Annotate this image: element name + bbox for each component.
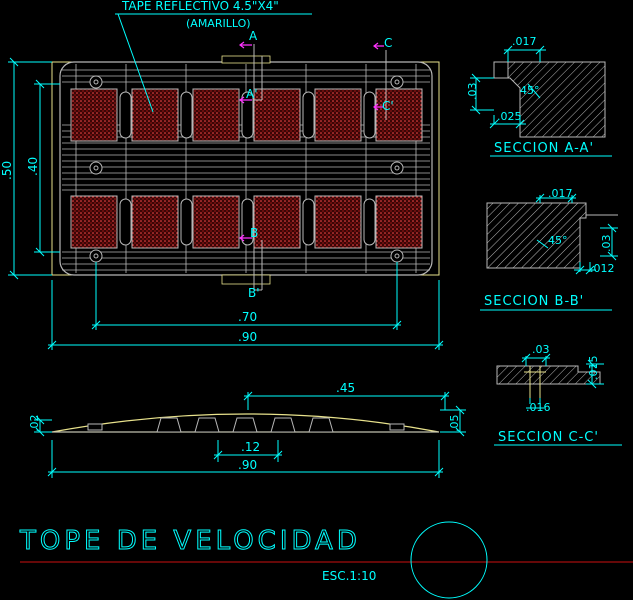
profile-anchors <box>87 423 405 431</box>
section-bb: .017 .03 .012 45° SECCION B-B' <box>480 187 618 311</box>
section-aa-body <box>493 61 606 138</box>
section-bb-dim-right: .03 <box>600 235 613 253</box>
dim-profile-mid: .12 <box>241 440 260 454</box>
tape-bottom-1 <box>70 195 118 249</box>
section-aa-dim-left: .03 <box>466 83 479 101</box>
tape-top-6 <box>375 88 423 142</box>
profile-view: .02 .05 .45 .12 .90 <box>28 381 466 478</box>
section-bb-angle: 45° <box>548 234 568 247</box>
reflective-tapes <box>70 88 423 249</box>
cut-b-mid-label: B <box>250 226 258 240</box>
tape-top-2 <box>131 88 179 142</box>
section-cuts <box>253 44 387 291</box>
section-cc-dim-bottom: .016 <box>526 401 551 414</box>
dim-profile-top: .45 <box>336 381 355 395</box>
tape-bottom-4 <box>253 195 301 249</box>
section-cc-dim-top: .03 <box>532 343 550 356</box>
section-cc-body <box>496 365 601 385</box>
title-circle <box>410 521 488 599</box>
section-aa-dim-top: .017 <box>512 35 537 48</box>
scale-label: ESC.1:10 <box>322 569 376 583</box>
section-aa-title: SECCION A-A' <box>494 141 594 156</box>
drawing-title: TOPE DE VELOCIDAD <box>19 526 361 556</box>
section-aa-dim-bottom: .025 <box>497 110 522 123</box>
plan-ribs <box>62 64 430 273</box>
tape-top-5 <box>314 88 362 142</box>
section-cc: .03 .015 .016 SECCION C-C' <box>494 343 622 446</box>
dim-profile-bottom: .90 <box>238 458 257 472</box>
note-yellow: (AMARILLO) <box>186 17 251 30</box>
plan-dimensions <box>8 57 444 350</box>
cut-c-top-label: C <box>384 36 392 50</box>
cut-a-top-label: A <box>249 29 258 43</box>
note-reflective-tape: TAPE REFLECTIVO 4.5"X4" <box>121 0 279 13</box>
dim-plan-height-inner: .40 <box>26 157 40 176</box>
section-cc-title: SECCION C-C' <box>498 430 599 445</box>
tape-bottom-5 <box>314 195 362 249</box>
tape-top-1 <box>70 88 118 142</box>
section-aa-angle: 45° <box>520 84 540 97</box>
cut-b-bottom-label: B' <box>248 286 260 300</box>
plan-view: A A' B B' C C' TAPE REFLECTIVO 4.5"X4" (… <box>0 0 444 350</box>
dim-plan-height-outer: .50 <box>0 161 14 180</box>
tape-top-3 <box>192 88 240 142</box>
dim-profile-left: .02 <box>28 415 41 433</box>
cut-a-mid-label: A' <box>246 87 258 101</box>
section-bb-dim-top: .017 <box>548 187 573 200</box>
bolts <box>89 75 404 263</box>
tape-bottom-2 <box>131 195 179 249</box>
section-cc-dim-right: .015 <box>587 356 600 381</box>
section-bb-title: SECCION B-B' <box>484 294 584 309</box>
section-bb-dim-bottom: .012 <box>590 262 615 275</box>
section-bb-body <box>486 202 587 269</box>
dim-plan-width-outer: .90 <box>238 330 257 344</box>
tape-bottom-6 <box>375 195 423 249</box>
profile-cavities <box>156 417 334 433</box>
tape-bottom-3 <box>192 195 240 249</box>
section-arrows <box>239 41 384 242</box>
capsule-slots <box>119 91 376 246</box>
cut-c-mid-label: C' <box>382 99 394 113</box>
tape-top-4 <box>253 88 301 142</box>
section-aa: .017 .03 .025 45° SECCION A-A' <box>466 35 612 157</box>
dim-profile-right: .05 <box>448 415 461 433</box>
title-block: TOPE DE VELOCIDAD ESC.1:10 <box>19 521 633 599</box>
dim-plan-width-inner: .70 <box>238 310 257 324</box>
